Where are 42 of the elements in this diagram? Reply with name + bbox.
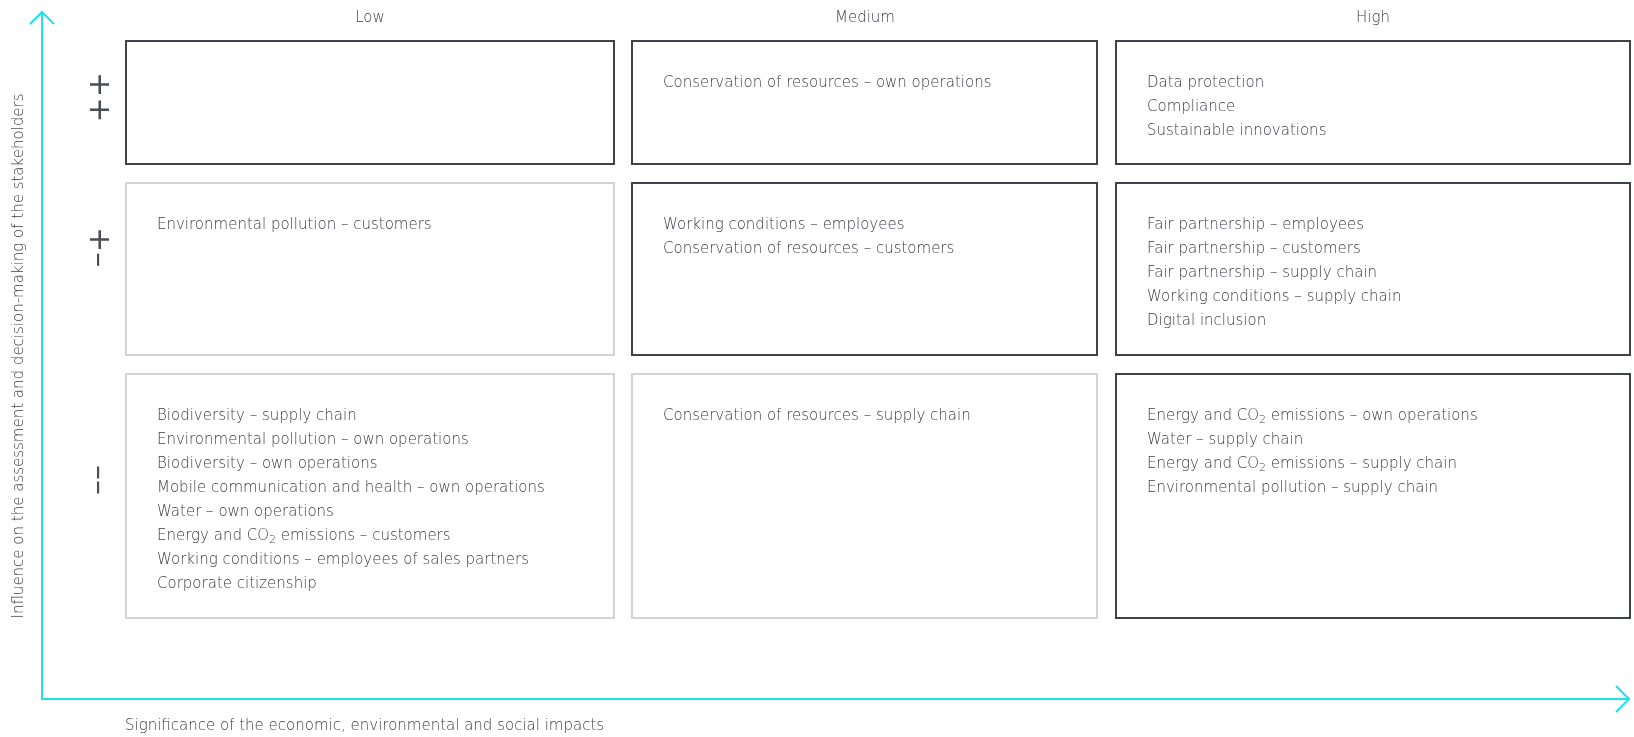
column-heading: High [1356, 8, 1390, 26]
topic-text: Working conditions – supply chain [1147, 286, 1403, 307]
matrix-cell [1115, 40, 1631, 165]
topic-text: Conservation of resources – customers [663, 238, 956, 259]
column-heading: Medium [835, 8, 895, 26]
matrix-cell [1115, 182, 1631, 356]
topic-text: Biodiversity – own operations [157, 453, 379, 474]
topic-text: Environmental pollution – supply chain [1147, 477, 1439, 498]
topic-text: Conservation of resources – own operations [663, 72, 993, 93]
topic-text: Energy and CO$_{2}$ emissions – own operations [1147, 405, 1479, 427]
topic-text: Water – own operations [157, 501, 335, 522]
matrix-cell [631, 373, 1098, 619]
topic-text: Working conditions – employees of sales partners [157, 549, 530, 570]
topic-text: Energy and CO$_{2}$ emissions – customers [157, 525, 452, 547]
topic-text: Environmental pollution – own operations [157, 429, 470, 450]
topic-text: Water – supply chain [1147, 429, 1305, 450]
topic-text: Data protection [1147, 72, 1266, 93]
matrix-cell [125, 373, 615, 619]
topic-text: Working conditions – employees [663, 214, 906, 235]
topic-text: Energy and CO$_{2}$ emissions – supply chain [1147, 453, 1458, 475]
box-cell [125, 40, 615, 165]
topic-text: Conservation of resources – supply chain [663, 405, 972, 426]
matrix-cell [631, 40, 1098, 165]
topic-text: Biodiversity – supply chain [157, 405, 358, 426]
rating-sign: –– [85, 465, 115, 495]
column-heading: Low [355, 8, 385, 26]
topic-text: Sustainable innovations [1147, 120, 1328, 141]
topic-text: Corporate citizenship [157, 573, 318, 594]
rating-sign: ++ [85, 72, 115, 123]
matrix-cell [631, 182, 1098, 356]
topic-text: Mobile communication and health – own operations [157, 477, 546, 498]
topic-text: Environmental pollution – customers [157, 214, 433, 235]
topic-text: Digital inclusion [1147, 310, 1268, 331]
topic-text: Fair partnership – supply chain [1147, 262, 1379, 283]
axis-title: Influence on the assessment and decision-making of the stakeholders [9, 93, 27, 619]
topic-text: Fair partnership – customers [1147, 238, 1362, 259]
topic-text: Compliance [1147, 96, 1237, 117]
matrix-cell [1115, 373, 1631, 619]
rating-sign: +– [85, 227, 115, 268]
topic-text: Fair partnership – employees [1147, 214, 1366, 235]
matrix-cell [125, 182, 615, 356]
axis-title: Significance of the economic, environmental and social impacts [125, 716, 605, 734]
